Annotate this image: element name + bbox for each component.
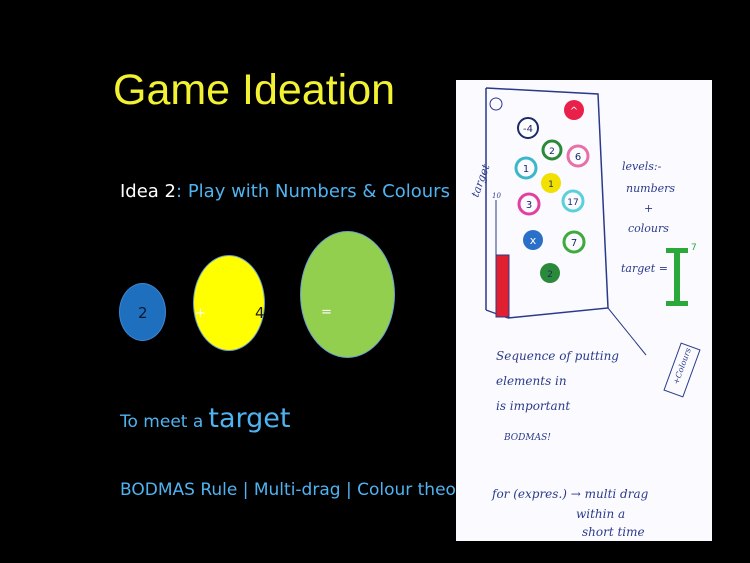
svg-text:+: + — [644, 202, 653, 215]
svg-text:numbers: numbers — [626, 182, 675, 195]
target-note: target — [469, 162, 493, 199]
svg-text:-4: -4 — [523, 124, 533, 135]
svg-text:3: 3 — [526, 200, 532, 211]
svg-text:2: 2 — [547, 270, 553, 280]
features-list: BODMAS Rule | Multi-drag | Colour theory — [120, 480, 473, 500]
yellow-number-circle — [193, 255, 265, 351]
second-number: 4 — [255, 304, 265, 322]
svg-text:6: 6 — [575, 152, 581, 163]
idea-subtitle: Idea 2: Play with Numbers & Colours — [120, 181, 450, 202]
sketch-circle-2: ^ — [564, 100, 584, 120]
target-line: To meet a target — [120, 403, 290, 434]
sketch-circle-8: 17 — [561, 189, 585, 213]
svg-text:levels:-: levels:- — [622, 160, 662, 173]
blue-number-circle — [119, 283, 166, 341]
green-level-I-glyph: 7 — [666, 243, 697, 306]
svg-text:elements in: elements in — [496, 374, 567, 388]
plus-operator: + — [195, 306, 206, 321]
sketch-circle-5: 6 — [566, 144, 590, 168]
target-prefix: To meet a — [120, 412, 204, 432]
svg-text:short time: short time — [582, 525, 645, 539]
idea-description: Play with Numbers & Colours — [187, 181, 450, 202]
multidrag-note: for (expres.) → multi drag within a shor… — [491, 487, 649, 539]
sketch-circle-3: 1 — [514, 156, 538, 180]
timer-icon — [489, 97, 503, 111]
svg-text:17: 17 — [567, 198, 578, 208]
sketch-circle-9: x — [523, 230, 543, 250]
idea-label: Idea 2 — [120, 181, 177, 202]
svg-text:within a: within a — [576, 507, 625, 521]
svg-text:Sequence of putting: Sequence of putting — [496, 349, 619, 363]
equals-operator: = — [321, 305, 332, 320]
sketch-circle-4: 2 — [541, 139, 563, 161]
target-word: target — [208, 403, 291, 434]
sequence-note: Sequence of putting elements in is impor… — [496, 349, 619, 443]
first-number: 2 — [138, 304, 148, 322]
svg-text:7: 7 — [691, 243, 697, 253]
sketch-circle-6: 1 — [541, 173, 561, 193]
svg-text:1: 1 — [548, 180, 554, 190]
svg-text:x: x — [530, 234, 537, 247]
slide-title: Game Ideation — [113, 66, 396, 114]
svg-text:is important: is important — [496, 399, 570, 413]
svg-text:7: 7 — [571, 238, 577, 249]
sketch-drawing: -4 ^ 1 2 6 1 3 17 — [469, 87, 701, 539]
levels-note: levels:- numbers + colours — [622, 160, 675, 235]
concept-sketch-photo: -4 ^ 1 2 6 1 3 17 — [456, 80, 712, 541]
callout-line — [607, 307, 647, 356]
target-value-note: 10 — [492, 192, 501, 200]
svg-text:1: 1 — [523, 164, 529, 175]
sketch-circle-1: -4 — [517, 117, 539, 139]
target-progress-bar — [495, 254, 510, 318]
idea-separator: : — [176, 181, 183, 202]
svg-text:colours: colours — [628, 222, 669, 235]
sketch-circle-10: 7 — [562, 230, 586, 254]
colours-box-note: +Colours — [663, 342, 701, 398]
svg-text:2: 2 — [549, 147, 555, 157]
phone-frame-outline — [485, 87, 609, 319]
sketch-circle-7: 3 — [517, 192, 541, 216]
svg-text:+Colours: +Colours — [671, 347, 692, 386]
svg-text:BODMAS!: BODMAS! — [503, 433, 551, 443]
sketch-circle-11: 2 — [540, 263, 560, 283]
svg-text:for (expres.) → multi drag: for (expres.) → multi drag — [491, 487, 649, 501]
green-result-circle — [300, 231, 395, 358]
target-equals-note: target = — [621, 262, 668, 275]
svg-text:^: ^ — [570, 106, 578, 117]
